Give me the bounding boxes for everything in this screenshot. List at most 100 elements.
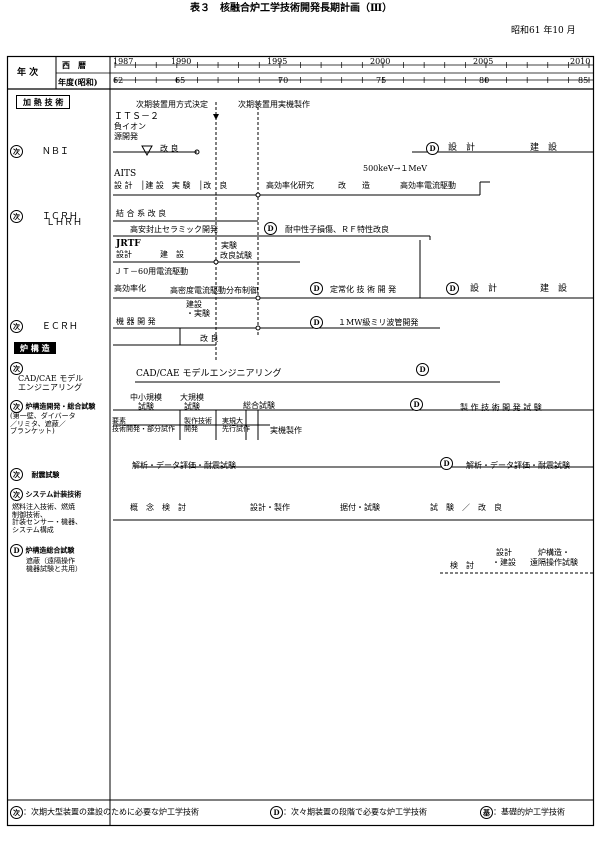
hieff: 高効率化研究 [266, 181, 314, 190]
header-showa: 年度(昭和) [58, 77, 98, 87]
hieff2: 高効率化 [114, 284, 146, 293]
large-test: 大規模 試験 [180, 393, 204, 412]
realmake2: 実機製作 [270, 426, 302, 435]
section-reactor: 炉 構 造 [14, 342, 56, 354]
kensetsu-1: 建 設 [530, 143, 558, 153]
design-build: 設計 ・建設 [492, 548, 516, 567]
next-mark: 次 [10, 210, 23, 223]
total-items: 遮蔽（遠隔操作 機器試験と共用） [26, 557, 82, 573]
lhrh-label: ＬＨＲＨ [46, 218, 83, 228]
manu-dev: 製 作 技 術 開 発 試 験 [460, 403, 542, 412]
year-1987: 1987 [113, 57, 134, 66]
header-nenji: 年 次 [17, 68, 39, 78]
next-mark: 次 [10, 145, 23, 158]
its2: ＩＴＳ－２ [114, 112, 160, 122]
showa-75: 75 [376, 76, 387, 85]
couple: 結 合 系 改 良 [116, 209, 167, 218]
year-2005: 2005 [473, 57, 494, 66]
header-seireki: 西 暦 [62, 60, 86, 70]
ceramic: 高安封止セラミック開発 [130, 225, 218, 234]
reactor-dev-label-row: 次 炉構造開発・総合試験 [10, 400, 95, 413]
d-mark: D [10, 544, 23, 557]
analysis: 解析・データ評価・耐震試験 [132, 461, 236, 470]
nbi-label: ＮＢＩ [41, 147, 69, 157]
design-make: 設計・製作 [250, 503, 290, 512]
neutron: 耐中性子損傷、ＲＦ特性改良 [285, 225, 389, 234]
icrh-label-row: 次 ＩＣＲＨ [10, 210, 78, 223]
total-test-label-row: D 炉構造総合試験 [10, 544, 74, 557]
hieff-drive: 高効率電流駆動 [400, 181, 456, 190]
design2: 設 計 [470, 284, 498, 294]
sekkei-1: 設 計 [448, 143, 476, 153]
install: 据付・試験 [340, 503, 380, 512]
jrtf-design: 設計 [116, 250, 132, 259]
shielding-label-row: 次 耐震試験 [10, 468, 59, 481]
footer-1: 次：次期大型装置の建設のために必要な炉工学技術 [10, 806, 199, 819]
showa-85: 85 [578, 76, 589, 85]
elem: 要素 技術開発・部分試作 [112, 417, 175, 433]
ionsrc: 源開発 [114, 132, 138, 141]
kensetsu-exp: 建設 ・実験 [186, 300, 210, 318]
shielding-label: 耐震試験 [31, 469, 60, 479]
realmake-text: 次期装置用実機製作 [238, 100, 310, 109]
kiki: 機 器 開 発 [116, 317, 156, 326]
showa-62: 62 [113, 76, 124, 85]
date: 昭和61 年10 月 [511, 26, 576, 36]
next-mark: 次 [10, 320, 23, 333]
showa-70: 70 [278, 76, 289, 85]
d-mark: D [426, 142, 439, 155]
cad-line: CAD/CAE モデルエンジニアリング [136, 369, 282, 379]
system-items: 燃料注入技術、燃焼 制御技術、 計装センサー・機器、 システム構成 [12, 503, 82, 535]
footer-2: D：次々期装置の段階で必要な炉工学技術 [270, 806, 427, 819]
basic-mark: 基 [480, 806, 493, 819]
ecrh-label: ＥＣＲＨ [41, 322, 78, 332]
showa-80: 80 [479, 76, 490, 85]
build2: 建 設 [540, 284, 568, 294]
footer-1-text: ：次期大型装置の建設のために必要な炉工学技術 [23, 807, 199, 817]
kento: 検 討 [450, 561, 474, 570]
small-test: 中小規模 試験 [130, 393, 162, 412]
test-imp: 試 験 ／ 改 良 [430, 503, 502, 512]
system-label-row: 次 システム計装技術 [10, 488, 81, 501]
aits-seq: 設 計 │建 設 実 験 │改 良 [114, 181, 228, 190]
total-test: 総合試験 [243, 401, 275, 410]
footer-3-text: ：基礎的炉工学技術 [493, 807, 565, 817]
mw1: １MW級ミリ波管開発 [338, 318, 419, 327]
hieff-dist: 高密度電流駆動分布制御 [170, 286, 258, 295]
reactor-items: (第一壁、ダイバータ ／リミタ、遮蔽／ ブランケット) [10, 412, 76, 436]
manu-elem: 製作技術 開発 [184, 417, 212, 433]
kairyo-1: 改 良 [160, 144, 179, 153]
jrtf-exp: 実験 [221, 241, 237, 250]
cad-label: CAD/CAE モデル エンジニアリング [18, 374, 84, 392]
negion: 負イオン [114, 122, 146, 131]
jt60: ＪＴ－60用電流駆動 [114, 267, 189, 276]
year-2000: 2000 [370, 57, 391, 66]
d-mark: D [310, 316, 323, 329]
footer-3: 基：基礎的炉工学技術 [480, 806, 565, 819]
d-mark: D [270, 806, 283, 819]
total-test-label: 炉構造総合試験 [25, 545, 75, 555]
reactor-remote: 炉構造・ 遠隔操作試験 [530, 548, 578, 567]
next-mark: 次 [10, 468, 23, 481]
jrtf: JRTF [116, 239, 141, 249]
d-mark: D [416, 363, 429, 376]
next-mark: 次 [10, 806, 23, 819]
d-mark: D [264, 222, 277, 235]
page-title: 表３ 核融合炉工学技術開発長期計画（Ⅲ） [190, 3, 393, 14]
reactor-dev-label: 炉構造開発・総合試験 [25, 401, 96, 411]
section-heating: 加 熱 技 術 [16, 95, 71, 109]
ecrh-label-row: 次 ＥＣＲＨ [10, 320, 78, 333]
analysis2: 解析・データ評価・耐震試験 [466, 461, 570, 470]
showa-65: 65 [175, 76, 186, 85]
d-mark: D [310, 282, 323, 295]
d-mark: D [410, 398, 423, 411]
mev: 500keV→１MeV [363, 164, 428, 173]
d-mark: D [440, 457, 453, 470]
d-mark: D [446, 282, 459, 295]
system-label: システム計装技術 [25, 489, 82, 499]
year-1995: 1995 [267, 57, 288, 66]
icrh-label: ＩＣＲＨ [41, 212, 78, 222]
next-mark: 次 [10, 488, 23, 501]
kairyo2: 改 造 [338, 181, 370, 190]
decision-text: 次期装置用方式決定 [136, 100, 208, 109]
